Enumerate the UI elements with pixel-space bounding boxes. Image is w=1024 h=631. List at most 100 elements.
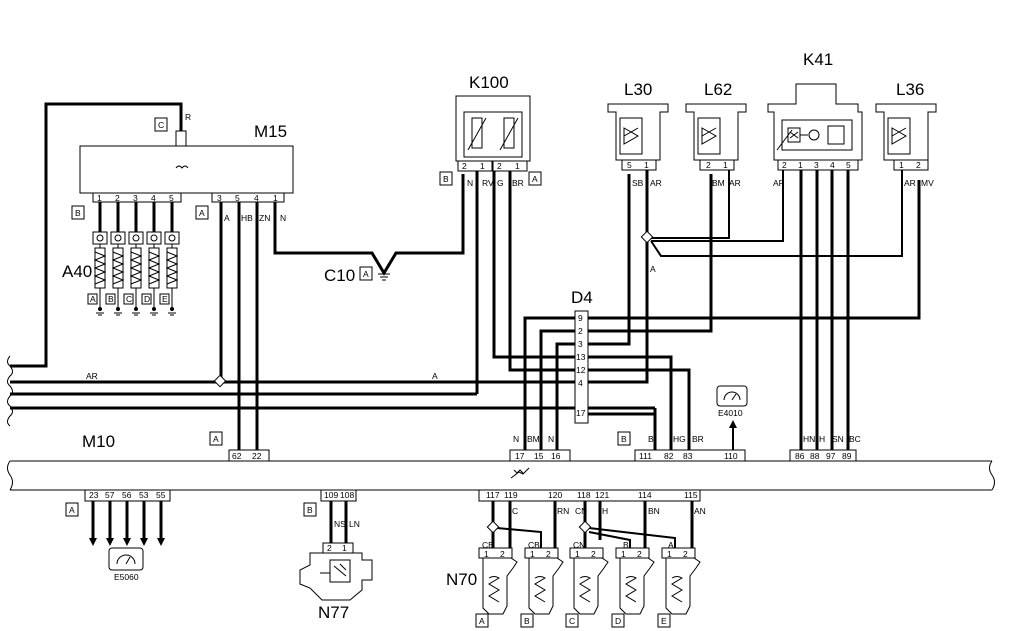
a40-tag: B bbox=[108, 294, 114, 304]
m15-label: M15 bbox=[254, 122, 287, 141]
l36-pin: 2 bbox=[916, 160, 921, 170]
wire-color: N bbox=[280, 213, 286, 223]
l36-label: L36 bbox=[896, 80, 924, 99]
wire-color: BM bbox=[527, 434, 540, 444]
coil-icon bbox=[175, 165, 189, 169]
wire-color: CN bbox=[573, 540, 585, 550]
l62-label: L62 bbox=[704, 80, 732, 99]
tag-a: A bbox=[363, 269, 369, 279]
tag-a: A bbox=[213, 434, 219, 444]
k41-pin: 1 bbox=[798, 160, 803, 170]
ground-icon bbox=[96, 307, 176, 316]
d4-pin: 12 bbox=[576, 365, 586, 375]
wire-color: BR bbox=[512, 178, 524, 188]
wire-color: A bbox=[224, 213, 230, 223]
k41-pin: 4 bbox=[830, 160, 835, 170]
m10-pin: 57 bbox=[105, 490, 115, 500]
e5060-outputs bbox=[89, 501, 165, 571]
k41-pin: 5 bbox=[846, 160, 851, 170]
wire-color: ZN bbox=[259, 213, 270, 223]
e4010-label: E4010 bbox=[718, 408, 743, 418]
k100-pin: 1 bbox=[480, 161, 485, 171]
wire-color: BR bbox=[692, 434, 704, 444]
tag-c: C bbox=[158, 120, 164, 130]
d4-label: D4 bbox=[571, 288, 593, 307]
m10-pin: 119 bbox=[504, 490, 518, 500]
wire-color: N bbox=[467, 178, 473, 188]
n70-pin: 1 bbox=[667, 549, 672, 559]
n70-tag: A bbox=[479, 616, 485, 626]
wire-color: RN bbox=[557, 506, 569, 516]
l30-pin: 5 bbox=[627, 160, 632, 170]
m10-pin: 55 bbox=[156, 490, 166, 500]
m10-pin: 88 bbox=[810, 451, 820, 461]
e4010-connector bbox=[716, 385, 748, 450]
bus-ar-label: AR bbox=[86, 371, 98, 381]
a40-tag: D bbox=[144, 294, 150, 304]
wire-color: H bbox=[819, 434, 825, 444]
tag-b: B bbox=[621, 434, 627, 444]
n70-tag: C bbox=[569, 616, 575, 626]
m10-pin: 115 bbox=[684, 490, 698, 500]
d4-connector bbox=[574, 310, 589, 424]
ecu-symbol-icon bbox=[510, 467, 530, 479]
wire-color: BC bbox=[849, 434, 861, 444]
l36-pin: 1 bbox=[899, 160, 904, 170]
tag-b: B bbox=[443, 174, 449, 184]
wire-color: NS bbox=[334, 519, 346, 529]
l62-actuator bbox=[685, 103, 747, 171]
m10-pin: 16 bbox=[551, 451, 561, 461]
k100-pin: 2 bbox=[462, 161, 467, 171]
m15-pin: 4 bbox=[151, 193, 156, 203]
wire-color: HB bbox=[241, 213, 253, 223]
wire-color: N bbox=[548, 434, 554, 444]
m10-pin: 53 bbox=[139, 490, 149, 500]
m10-pin: 62 bbox=[232, 451, 242, 461]
ground-icon bbox=[378, 273, 390, 281]
splice-label: A bbox=[650, 264, 656, 274]
wire-color: AR bbox=[773, 178, 785, 188]
tag-b: B bbox=[307, 505, 313, 515]
n77-sensor bbox=[299, 542, 373, 601]
wire-color: AR bbox=[904, 178, 916, 188]
m10-pin: 120 bbox=[548, 490, 562, 500]
m10-pin: 15 bbox=[534, 451, 544, 461]
d4-pin: 3 bbox=[578, 339, 583, 349]
m15-r-color: R bbox=[185, 112, 191, 122]
m15-pin: 2 bbox=[115, 193, 120, 203]
wire-color: AR bbox=[650, 178, 662, 188]
d4-pin: 2 bbox=[578, 326, 583, 336]
a40-tag: A bbox=[90, 294, 96, 304]
bus-a-label: A bbox=[432, 371, 438, 381]
m10-pin: 97 bbox=[826, 451, 836, 461]
m15-pin: 3 bbox=[133, 193, 138, 203]
wire-color: SN bbox=[832, 434, 844, 444]
n70-tag: B bbox=[524, 616, 530, 626]
m10-pin: 17 bbox=[515, 451, 525, 461]
wire-color: A bbox=[668, 540, 674, 550]
m10-label: M10 bbox=[82, 432, 115, 451]
n70-pin: 2 bbox=[683, 549, 688, 559]
n70-label: N70 bbox=[446, 570, 477, 589]
m15-pin: 3 bbox=[217, 193, 222, 203]
wire-color: RV bbox=[482, 178, 494, 188]
n70-pin: 2 bbox=[591, 549, 596, 559]
wire-color: N bbox=[513, 434, 519, 444]
tag-a: A bbox=[199, 208, 205, 218]
l30-label: L30 bbox=[624, 80, 652, 99]
k100-harness bbox=[475, 171, 575, 394]
wire-color: SB bbox=[632, 178, 644, 188]
n70-pin: 1 bbox=[530, 549, 535, 559]
m10-pin: 110 bbox=[724, 451, 738, 461]
n70-tag: D bbox=[615, 616, 621, 626]
m10-ecu-bar bbox=[7, 460, 995, 491]
m10-pin: 111 bbox=[639, 451, 652, 461]
wire-color: CB bbox=[528, 540, 540, 550]
l30-actuator bbox=[607, 103, 669, 171]
wire-color: BN bbox=[648, 506, 660, 516]
n70-pin: 1 bbox=[621, 549, 626, 559]
l62-pin: 1 bbox=[723, 160, 728, 170]
k41-pin: 3 bbox=[814, 160, 819, 170]
tag-b: B bbox=[75, 208, 81, 218]
